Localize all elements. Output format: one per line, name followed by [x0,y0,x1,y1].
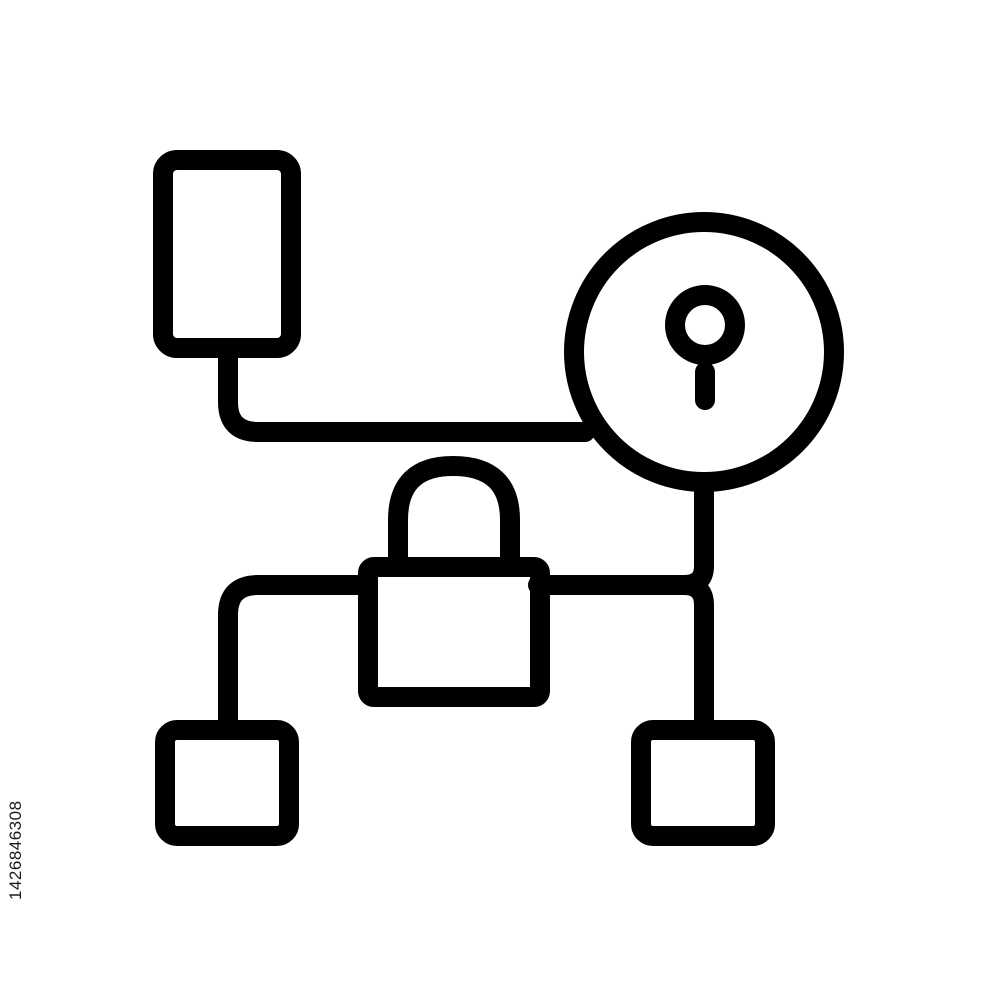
icon-strokes [153,150,844,846]
keyhole-to-network-connector [674,472,714,595]
network-bus-left [218,575,378,740]
device-to-keyhole-connector [218,338,595,442]
keyhole-icon [665,285,745,365]
network-bus-right [528,575,714,740]
stock-image-id-text: 1426846308 [6,800,25,900]
node-square-right [631,720,775,846]
node-square-left [155,720,299,846]
device-rectangle [153,150,301,358]
padlock-body [358,557,550,707]
padlock-shackle [388,456,520,577]
